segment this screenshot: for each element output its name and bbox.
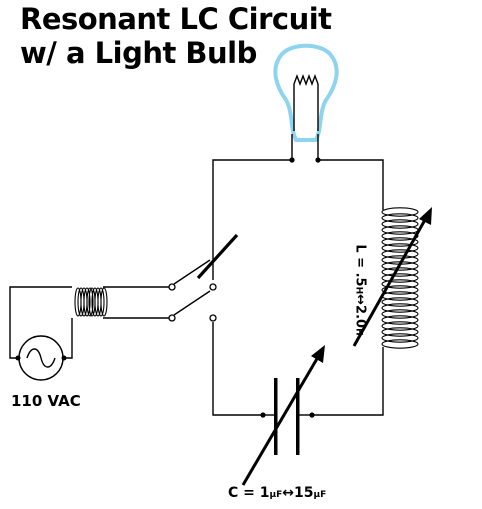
switch-blade-upper	[173, 259, 211, 285]
sine-wave	[26, 348, 56, 368]
coil-turn	[381, 309, 419, 319]
coil-turn	[381, 333, 419, 343]
coil-turn	[381, 219, 419, 229]
title-line-1: Resonant LC Circuit	[20, 2, 332, 36]
switch-terminal	[168, 283, 176, 291]
bulb-filament	[293, 74, 319, 86]
ac-source-terminal	[61, 355, 67, 361]
coil-turn	[381, 297, 419, 307]
switch-blade-lower	[173, 290, 211, 316]
coil-turn	[381, 273, 419, 283]
double-pole-switch	[168, 233, 239, 322]
ac-source-terminal	[15, 355, 21, 361]
transformer-branch-wires	[9, 286, 169, 359]
source-label: 110 VAC	[11, 392, 81, 410]
coil-turn	[381, 249, 419, 259]
capacitor-icon	[274, 378, 300, 455]
title-line-2: w/ a Light Bulb	[20, 36, 257, 70]
coil-turn	[381, 207, 419, 217]
coil-turn	[381, 315, 419, 325]
transformer-icon	[74, 287, 108, 317]
capacitor-variable-arrow	[241, 345, 325, 486]
switch-terminal	[209, 314, 217, 322]
inductor-variable-arrow	[352, 207, 432, 347]
main-loop-wires	[212, 159, 384, 416]
switch-terminal	[168, 314, 176, 322]
coil-turn	[381, 231, 419, 241]
capacitor-plate	[296, 378, 300, 455]
coil-turn	[100, 287, 108, 317]
coil-turn	[381, 339, 419, 349]
coil-turn	[97, 287, 105, 317]
coil-turn	[381, 213, 419, 223]
coil-turn	[381, 243, 419, 253]
coil-turn	[83, 287, 91, 317]
coil-turn	[86, 287, 94, 317]
switch-terminal	[209, 283, 217, 291]
coil-turn	[381, 327, 419, 337]
junction-dots	[260, 157, 321, 418]
bulb-glass	[273, 43, 339, 142]
coil-turn	[381, 321, 419, 331]
light-bulb-icon	[273, 43, 339, 160]
coil-turn	[381, 279, 419, 289]
capacitor-plate	[274, 378, 278, 455]
ac-source-icon	[15, 335, 67, 381]
coil-turn	[381, 285, 419, 295]
inductor-coil-icon	[381, 207, 419, 349]
capacitor-label: C = 1μF↔15μF	[228, 485, 327, 501]
coil-turn	[381, 267, 419, 277]
coil-turn	[381, 237, 419, 247]
coil-turn	[381, 303, 419, 313]
inductor-label: L = .5H↔2.0H	[352, 244, 368, 336]
switch-actuator	[196, 233, 239, 280]
